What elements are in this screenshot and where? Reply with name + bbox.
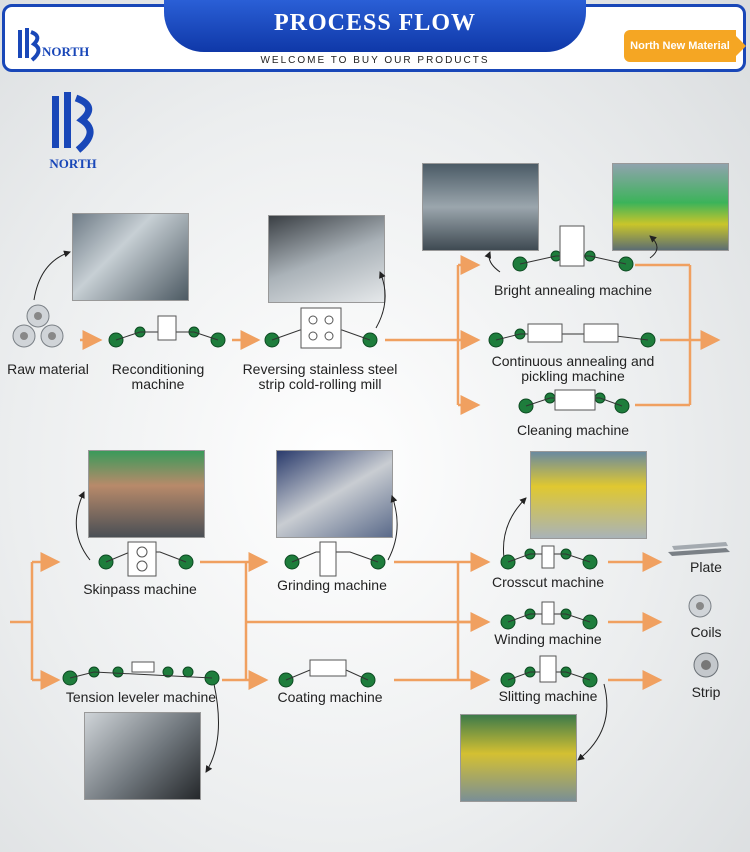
label-continuous-line2: pickling machine [521, 368, 625, 384]
north-logo-large-icon [52, 92, 94, 153]
label-raw-material: Raw material [7, 361, 89, 377]
label-slitting: Slitting machine [498, 688, 598, 704]
north-logo-small-icon [18, 28, 41, 62]
title-banner [164, 0, 586, 52]
continuous-annealing-photo [612, 163, 729, 251]
crosscut-photo [530, 451, 647, 539]
welcome-text: WELCOME TO BUY OUR PRODUCTS [260, 55, 490, 66]
label-grinding: Grinding machine [277, 577, 387, 593]
label-coating: Coating machine [277, 689, 383, 705]
label-skinpass: Skinpass machine [83, 581, 197, 597]
label-continuous-line1: Continuous annealing and [491, 353, 655, 369]
slitting-photo [460, 714, 577, 802]
label-coils: Coils [690, 624, 722, 640]
brand-name-large: NORTH [49, 156, 97, 171]
label-crosscut: Crosscut machine [491, 574, 605, 590]
label-plate: Plate [690, 559, 722, 575]
brand-name-small: NORTH [42, 44, 90, 59]
label-tension-leveler: Tension leveler machine [65, 689, 217, 705]
label-reconditioning-line1: Reconditioning [111, 361, 205, 377]
cold-rolling-mill-photo [268, 215, 385, 303]
grinding-photo [276, 450, 393, 538]
label-reversing-line1: Reversing stainless steel [242, 361, 398, 377]
coils-product-icon [688, 594, 712, 618]
label-cleaning: Cleaning machine [516, 422, 630, 438]
coil-warehouse-photo [72, 213, 189, 301]
plate-product-icon [668, 542, 730, 556]
tension-leveler-photo [84, 712, 201, 800]
label-reversing-line2: strip cold-rolling mill [258, 376, 382, 392]
label-strip: Strip [691, 684, 721, 700]
page-title: PROCESS FLOW [273, 10, 477, 36]
label-bright-annealing: Bright annealing machine [494, 282, 652, 298]
label-reconditioning-line2: machine [131, 376, 185, 392]
bright-annealing-photo [422, 163, 539, 251]
strip-product-icon [693, 652, 719, 678]
skinpass-photo [88, 450, 205, 538]
raw-material-icon [12, 304, 64, 348]
brand-tag[interactable]: North New Material [624, 30, 746, 62]
label-winding: Winding machine [494, 631, 602, 647]
